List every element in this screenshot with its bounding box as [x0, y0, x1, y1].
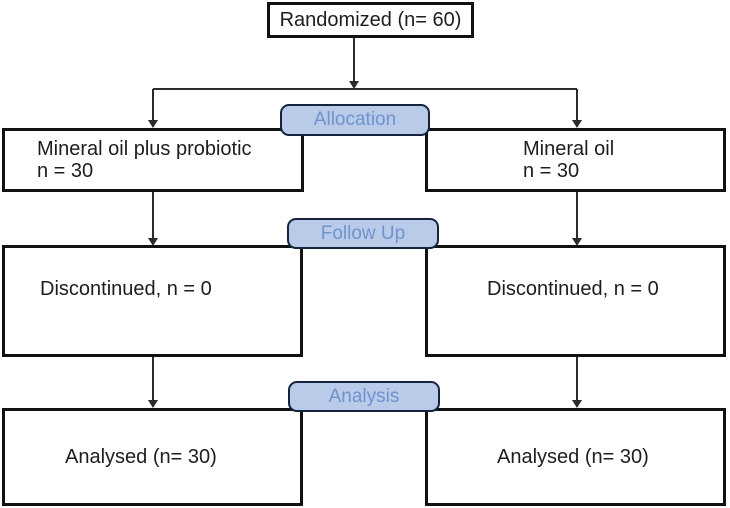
arrow-down-left-allocation-icon: [148, 120, 158, 128]
stage-label-allocation: Allocation: [313, 109, 397, 130]
box-right-followup: Discontinued, n = 0: [425, 245, 726, 357]
connector-right-analysis-vline: [576, 357, 578, 401]
box-right-allocation-line1: Mineral oil: [523, 138, 615, 160]
connector-right-drop-vline: [576, 89, 578, 121]
connector-center-vline: [353, 38, 355, 82]
box-randomized: Randomized (n= 60): [267, 2, 474, 38]
stage-label-analysis: Analysis: [328, 385, 400, 407]
box-right-analysis-line1: Analysed (n= 30): [497, 446, 649, 468]
box-left-followup-line1: Discontinued, n = 0: [40, 278, 212, 300]
box-left-allocation: Mineral oil plus probiotic n = 30: [2, 128, 304, 192]
box-right-analysis: Analysed (n= 30): [425, 408, 726, 506]
connector-branch-hline: [153, 88, 577, 90]
connector-left-drop-vline: [152, 89, 154, 121]
box-right-allocation: Mineral oil n = 30: [425, 128, 726, 192]
connector-right-followup-vline: [576, 192, 578, 239]
box-left-followup: Discontinued, n = 0: [2, 245, 303, 357]
box-left-analysis-line1: Analysed (n= 30): [65, 446, 217, 468]
arrow-down-right-analysis-icon: [572, 400, 582, 408]
arrow-down-left-followup-icon: [148, 238, 158, 246]
arrow-down-right-followup-icon: [572, 238, 582, 246]
box-right-allocation-line2: n = 30: [523, 160, 580, 182]
stage-pill-analysis: Analysis: [288, 381, 440, 412]
connector-left-followup-vline: [152, 192, 154, 239]
stage-pill-followup: Follow Up: [287, 218, 439, 249]
randomized-label: Randomized (n= 60): [279, 9, 462, 31]
box-left-allocation-line1: Mineral oil plus probiotic: [37, 138, 252, 160]
box-right-followup-line1: Discontinued, n = 0: [487, 278, 659, 300]
box-left-allocation-line2: n = 30: [37, 160, 94, 182]
arrow-down-center-icon: [349, 81, 359, 89]
arrow-down-right-allocation-icon: [572, 120, 582, 128]
connector-left-analysis-vline: [152, 357, 154, 401]
box-left-analysis: Analysed (n= 30): [2, 408, 303, 506]
stage-label-followup: Follow Up: [320, 222, 406, 244]
arrow-down-left-analysis-icon: [148, 400, 158, 408]
stage-pill-allocation: Allocation: [280, 104, 430, 136]
